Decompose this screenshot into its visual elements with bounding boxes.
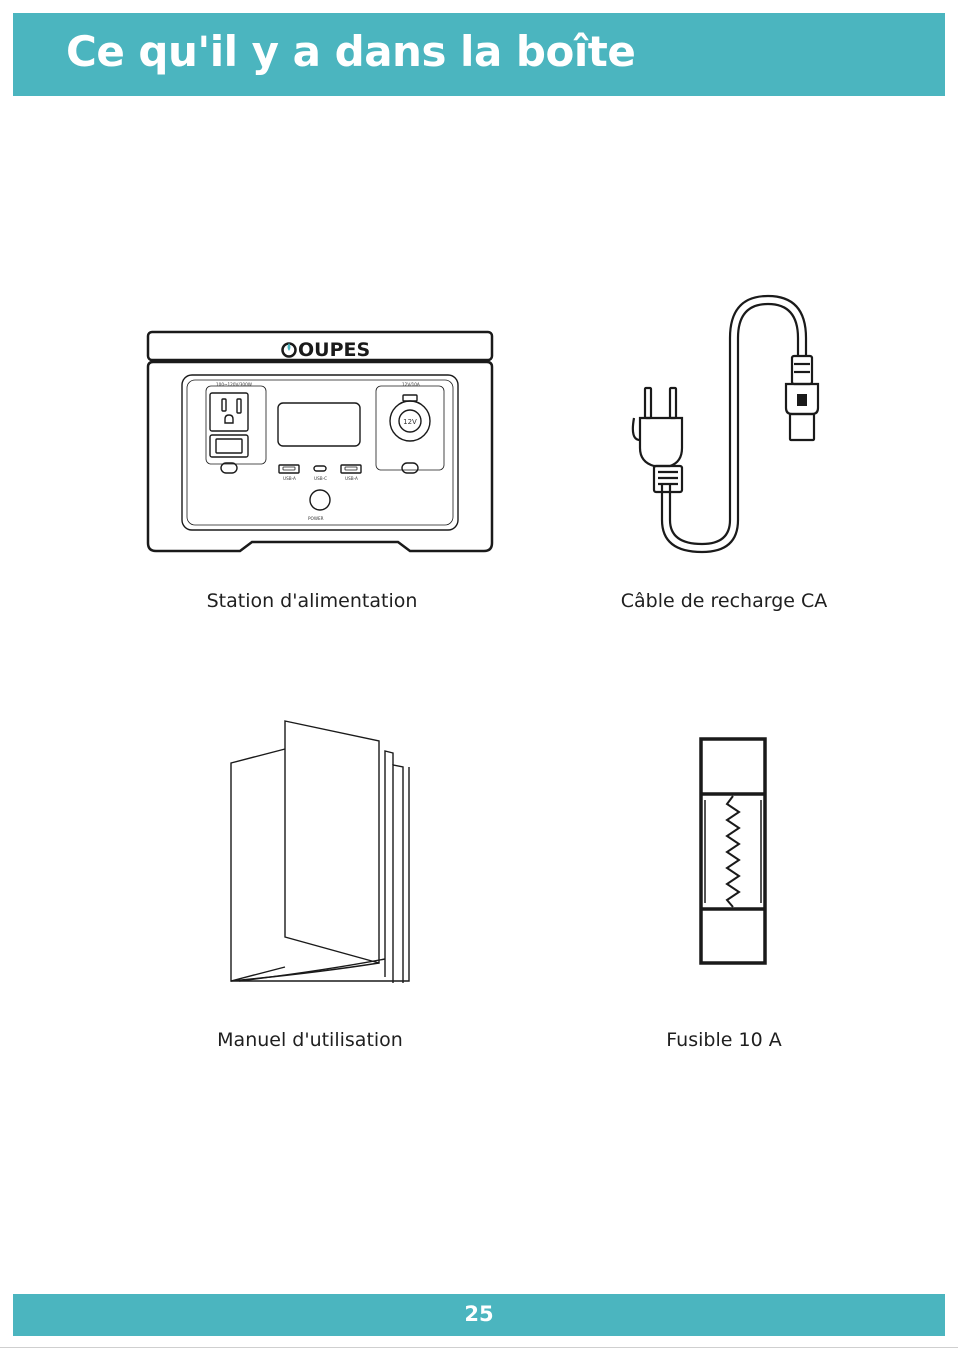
brand-logo-text: OUPES bbox=[298, 339, 370, 361]
header-banner: Ce qu'il y a dans la boîte bbox=[13, 13, 945, 96]
footer-banner: 25 bbox=[13, 1294, 945, 1336]
power-station-illustration: OUPES 100~120V/300W 12V/10A USB-A USB-C … bbox=[140, 325, 500, 560]
fuse-caption: Fusible 10 A bbox=[594, 1029, 854, 1051]
power-button-label: POWER bbox=[308, 516, 324, 521]
car-socket-label: 12V bbox=[403, 418, 417, 426]
fuse-illustration bbox=[695, 734, 775, 970]
bottom-divider bbox=[0, 1347, 958, 1348]
usb-a-right-label: USB-A bbox=[345, 476, 358, 481]
user-manual-illustration bbox=[225, 715, 415, 990]
power-station-caption: Station d'alimentation bbox=[182, 590, 442, 612]
usb-a-left-label: USB-A bbox=[283, 476, 296, 481]
user-manual-caption: Manuel d'utilisation bbox=[180, 1029, 440, 1051]
ac-cable-illustration bbox=[620, 290, 830, 565]
usb-c-label: USB-C bbox=[314, 476, 327, 481]
car-output-label: 12V/10A bbox=[402, 382, 420, 387]
page-number: 25 bbox=[13, 1302, 945, 1326]
ac-cable-caption: Câble de recharge CA bbox=[594, 590, 854, 612]
page-title: Ce qu'il y a dans la boîte bbox=[66, 27, 635, 76]
ac-output-label: 100~120V/300W bbox=[216, 382, 252, 387]
